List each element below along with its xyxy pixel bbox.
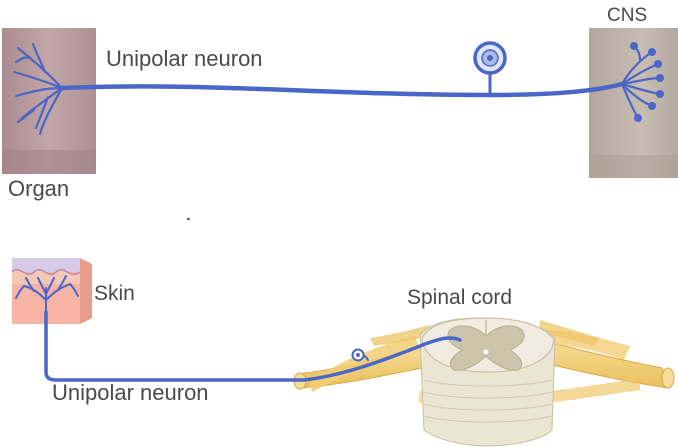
bottom-neuron-cell-body-icon <box>351 348 365 362</box>
spinal-cord <box>419 317 556 447</box>
organ-label: Organ <box>8 176 70 201</box>
skin-block <box>11 258 92 324</box>
organ-dendrites <box>12 42 64 136</box>
skin-label: Skin <box>94 282 135 305</box>
cns-label: CNS <box>607 5 648 26</box>
neuron-cell-body-icon <box>473 41 507 75</box>
cns-terminal-boutons <box>630 42 664 122</box>
bottom-peripheral-axon <box>44 310 462 382</box>
top-axon <box>59 81 625 98</box>
top-neuron <box>12 42 662 136</box>
skin-dendrites <box>15 275 79 313</box>
spinal-cord-label: Spinal cord <box>407 286 513 309</box>
organ-block <box>2 28 96 174</box>
bottom-neuron-label: Unipolar neuron <box>52 380 209 405</box>
stray-mark <box>187 218 190 220</box>
top-neuron-label: Unipolar neuron <box>106 46 263 71</box>
cns-block <box>589 28 678 178</box>
